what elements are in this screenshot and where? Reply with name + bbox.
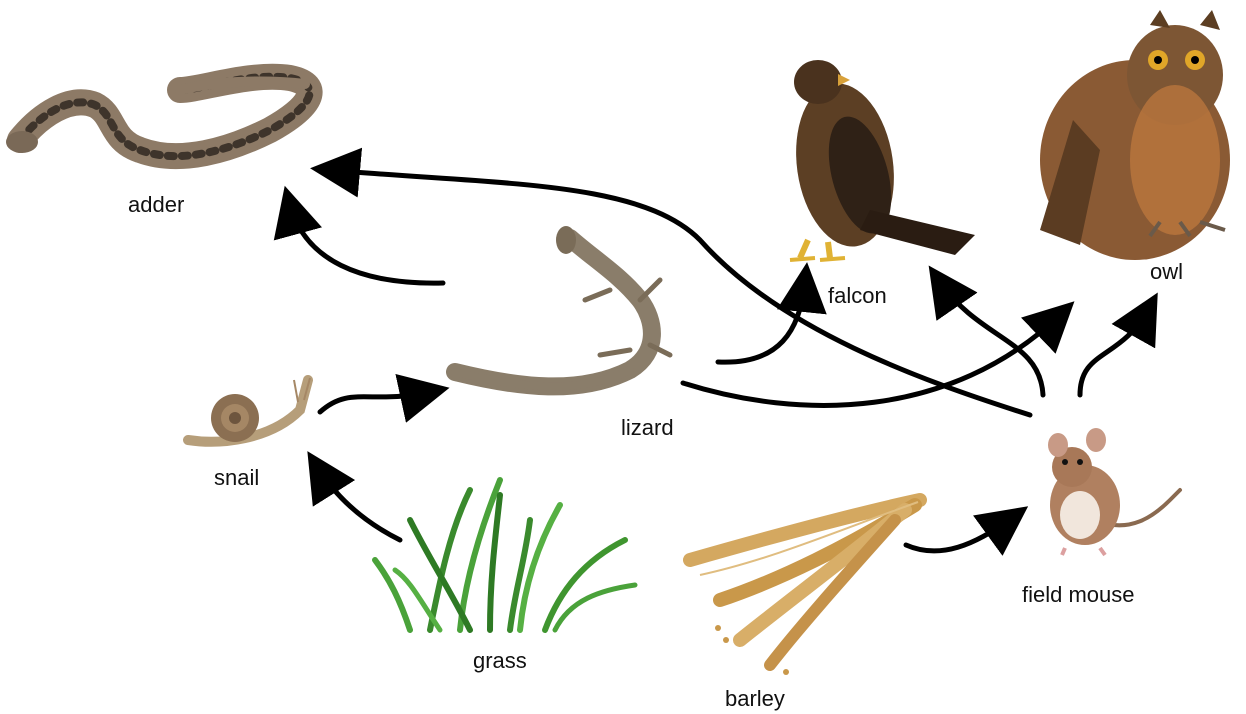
falcon-label: falcon (828, 283, 887, 309)
barley-label: barley (725, 686, 785, 712)
adder-image (6, 77, 310, 156)
snail-label: snail (214, 465, 259, 491)
adder-label: adder (128, 192, 184, 218)
edge-mouse-owl (1080, 310, 1148, 395)
grass-label: grass (473, 648, 527, 674)
falcon-image (786, 60, 975, 260)
field-mouse-label: field mouse (1022, 582, 1135, 608)
owl-image (1040, 10, 1230, 260)
edge-lizard-adder (290, 205, 443, 283)
edge-barley-mouse (906, 518, 1012, 551)
lizard-image (455, 226, 670, 386)
snail-image (188, 378, 310, 442)
field-mouse-image (1048, 428, 1180, 555)
owl-label: owl (1150, 259, 1183, 285)
edge-mouse-adder (330, 170, 1030, 415)
edge-snail-lizard (320, 392, 430, 412)
grass-image (375, 480, 635, 630)
barley-image (690, 500, 920, 675)
edge-grass-snail (318, 468, 400, 540)
lizard-label: lizard (621, 415, 674, 441)
edge-mouse-falcon (940, 282, 1043, 395)
